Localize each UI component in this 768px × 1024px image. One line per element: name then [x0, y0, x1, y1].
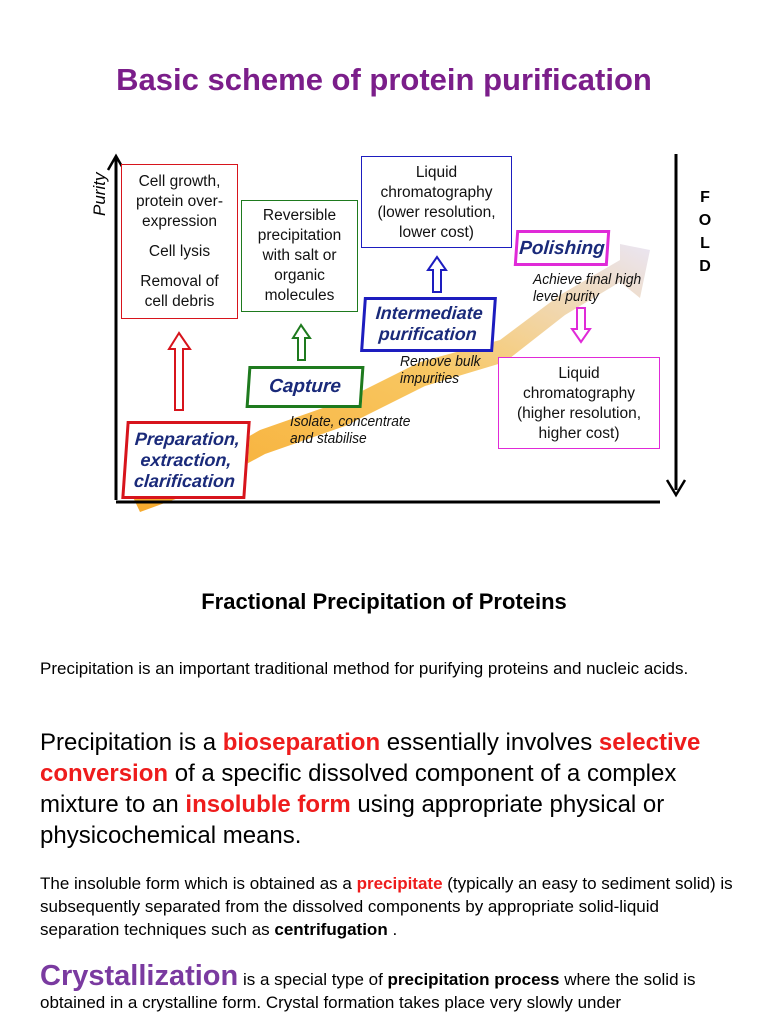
purity-axis-label: Purity — [90, 172, 109, 216]
section-heading: Fractional Precipitation of Proteins — [201, 589, 567, 614]
diagram-graphics — [106, 153, 687, 512]
stage-intermediate: Intermediate purification — [360, 297, 497, 352]
term-bioseparation: bioseparation — [222, 729, 381, 756]
paragraph-precipitate: The insoluble form which is obtained as … — [40, 872, 740, 941]
intermediate-description: Remove bulk impurities — [400, 353, 481, 387]
capture-notes-box: Reversible precipitation with salt or or… — [241, 200, 358, 312]
preparation-notes-box: Cell growth, protein over-expression Cel… — [121, 164, 238, 319]
term-precipitation-process: precipitation process — [387, 970, 560, 989]
p4-text-2: where the solid is obtained in a crystal… — [40, 970, 696, 1012]
fold-letter-l: L — [700, 235, 710, 252]
note-cell-lysis: Cell lysis — [148, 243, 211, 260]
fold-letter-d: D — [699, 258, 711, 275]
note-lc-higher: Liquid chromatography (higher resolution… — [516, 365, 642, 442]
p4-text-1: is a special type of — [238, 970, 388, 989]
pink-down-arrow — [570, 307, 592, 344]
term-centrifugation: centrifugation — [274, 920, 388, 939]
intermediate-notes-box: Liquid chromatography (lower resolution,… — [361, 156, 512, 248]
stage-intermediate-label: Intermediate purification — [375, 303, 484, 344]
stage-capture: Capture — [245, 366, 365, 408]
fold-label: F O L D — [694, 186, 716, 278]
p2-text-1: Precipitation is a — [40, 729, 223, 756]
term-crystallization: Crystallization — [40, 960, 239, 992]
red-up-arrow — [167, 331, 192, 411]
term-selective-conversion: selective conversion — [40, 729, 701, 787]
fold-axis-arrowhead — [665, 479, 687, 498]
term-precipitate: precipitate — [356, 874, 443, 893]
paragraph-precipitation-intro: Precipitation is an important traditiona… — [40, 659, 689, 678]
stage-polishing: Polishing — [513, 230, 611, 266]
note-debris: Removal of cell debris — [140, 273, 219, 310]
page-title: Basic scheme of protein purification — [116, 62, 652, 97]
p2-text-4: using appropriate physical or physicoche… — [40, 791, 665, 849]
p3-text-2: (typically an easy to sediment solid) is… — [40, 874, 733, 939]
term-insoluble-form: insoluble form — [185, 791, 351, 818]
fold-letter-o: O — [698, 212, 712, 229]
p3-text-1: The insoluble form which is obtained as … — [40, 874, 357, 893]
capture-description: Isolate, concentrate and stabilise — [290, 413, 411, 447]
purification-diagram: Cell growth, protein over-expression Cel… — [0, 140, 768, 530]
stage-preparation: Preparation, extraction, clarification — [121, 421, 251, 499]
stage-capture-label: Capture — [268, 376, 342, 397]
p2-text-3: of a specific dissolved component of a c… — [40, 760, 677, 818]
note-cell-growth: Cell growth, protein over-expression — [135, 173, 223, 230]
green-up-arrow — [291, 323, 312, 361]
paragraph-crystallization: Crystallization is a special type of pre… — [40, 962, 740, 1014]
blue-up-arrow — [426, 255, 448, 293]
note-lc-lower: Liquid chromatography (lower resolution,… — [377, 164, 496, 241]
paragraph-precipitation-definition: Precipitation is a bioseparation essenti… — [40, 727, 740, 851]
polishing-description: Achieve final high level purity — [533, 271, 642, 305]
stage-preparation-label: Preparation, extraction, clarification — [133, 429, 241, 491]
fold-letter-f: F — [700, 189, 710, 206]
note-reversible-precipitation: Reversible precipitation with salt or or… — [257, 207, 342, 304]
polishing-notes-box: Liquid chromatography (higher resolution… — [498, 357, 660, 449]
stage-polishing-label: Polishing — [518, 238, 606, 259]
p3-text-3: . — [387, 920, 398, 939]
p2-text-2: essentially involves — [380, 729, 599, 756]
purity-band — [132, 244, 650, 512]
